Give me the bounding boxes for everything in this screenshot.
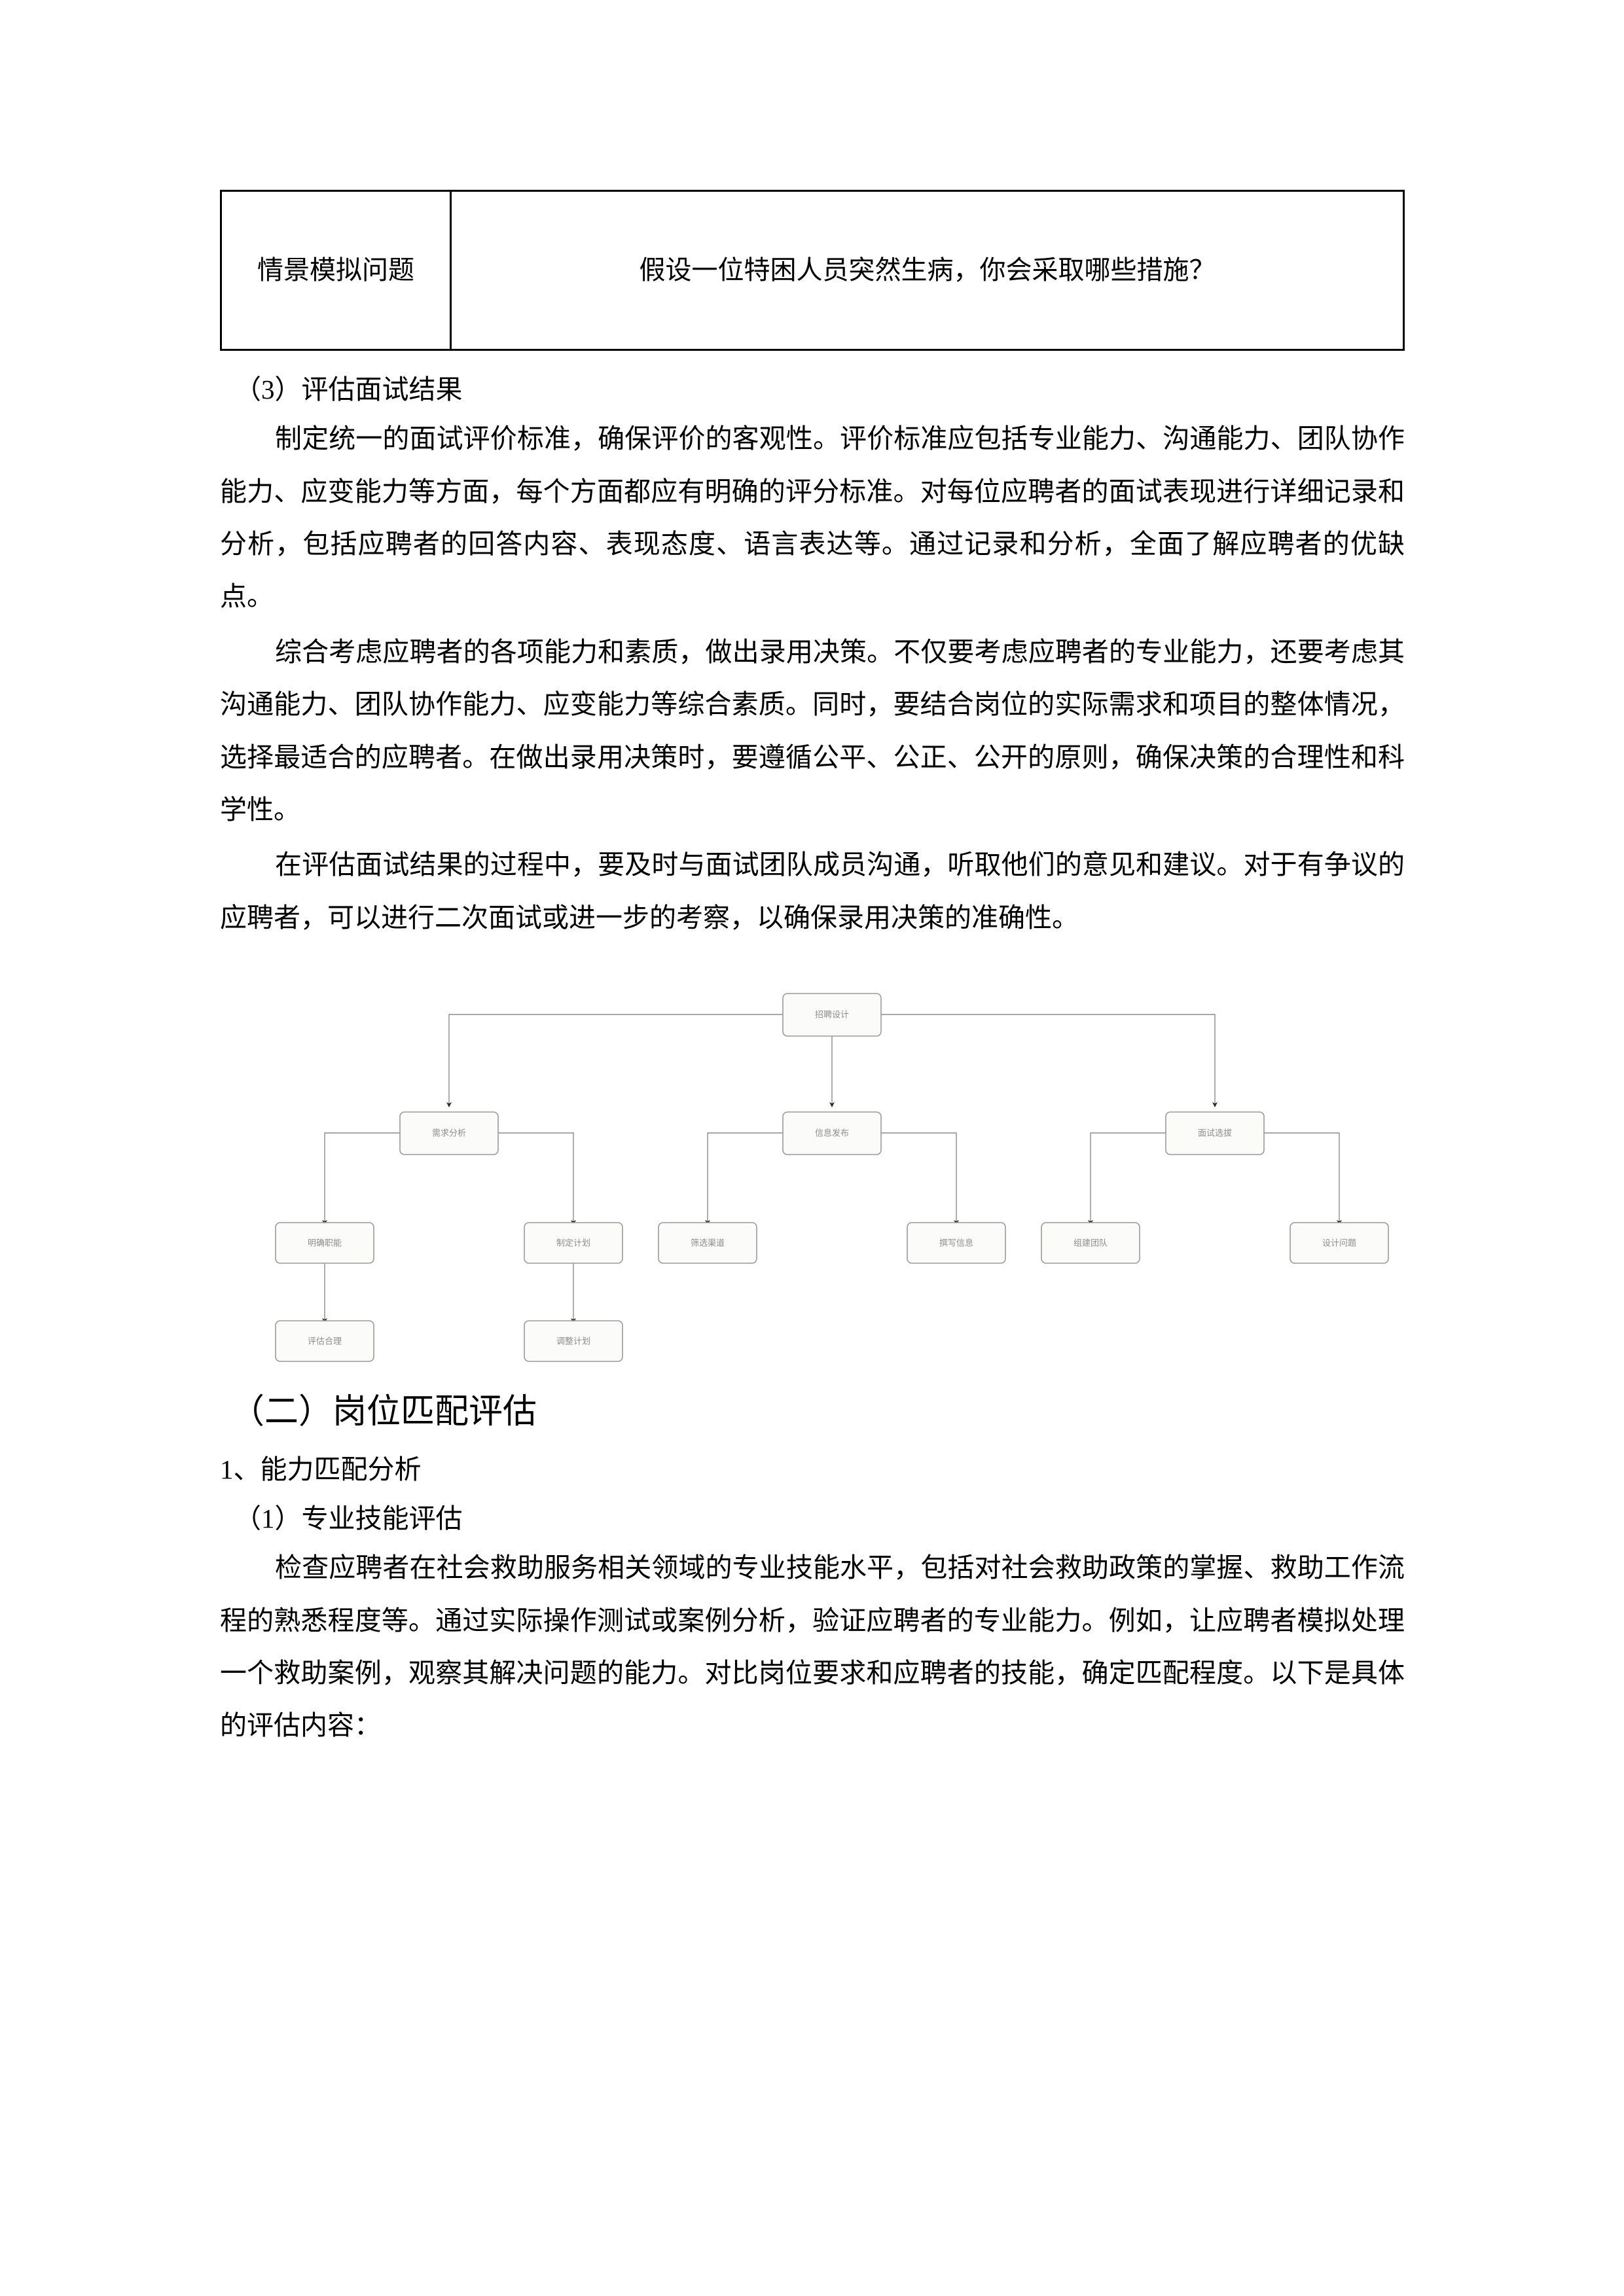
recruitment-design-flowchart: 招聘设计 需求分析 信息发布 面试选拔 明确 <box>220 974 1405 1367</box>
flow-node-clarify-function: 明确职能 <box>275 1222 374 1264</box>
flow-node-design-questions-label: 设计问题 <box>1322 1238 1356 1247</box>
edge-publish-to-channel <box>705 1132 783 1225</box>
table-cell-value: 假设一位特困人员突然生病，你会采取哪些措施？ <box>450 190 1405 351</box>
flow-node-screen-channel-box <box>658 1222 757 1264</box>
table-cell-label: 情景模拟问题 <box>220 190 452 351</box>
flow-node-write-information: 撰写信息 <box>907 1222 1006 1264</box>
flow-node-information-publish: 信息发布 <box>782 1111 882 1155</box>
flow-node-assess-reasonable-box <box>275 1320 374 1362</box>
flow-node-build-team-label: 组建团队 <box>1074 1238 1108 1247</box>
edge-interview-to-questions <box>1264 1132 1342 1225</box>
flow-node-information-publish-box <box>782 1111 882 1155</box>
flow-node-screen-channel-label: 筛选渠道 <box>691 1238 725 1247</box>
flowchart-canvas: 招聘设计 需求分析 信息发布 面试选拔 明确 <box>275 993 1389 1362</box>
flow-node-root: 招聘设计 <box>782 993 882 1037</box>
paragraph-professional-skill-detail: 检查应聘者在社会救助服务相关领域的专业技能水平，包括对社会救助政策的掌握、救助工… <box>220 1552 1405 1741</box>
flow-node-clarify-function-box <box>275 1222 374 1264</box>
flow-node-root-label: 招聘设计 <box>815 1009 849 1019</box>
flow-node-requirement-analysis-label: 需求分析 <box>432 1128 466 1138</box>
paragraph-hiring-decision: 综合考虑应聘者的各项能力和素质，做出录用决策。不仅要考虑应聘者的专业能力，还要考… <box>220 636 1405 825</box>
flow-node-interview-selection-label: 面试选拔 <box>1198 1128 1232 1138</box>
flow-node-build-team: 组建团队 <box>1041 1222 1140 1264</box>
flow-node-write-information-label: 撰写信息 <box>939 1238 973 1247</box>
flow-node-make-plan-label: 制定计划 <box>556 1238 590 1247</box>
flow-node-clarify-function-label: 明确职能 <box>308 1238 342 1247</box>
flow-node-design-questions-box <box>1290 1222 1389 1264</box>
flow-node-adjust-plan: 调整计划 <box>524 1320 623 1362</box>
heading-evaluate-interview-results: （3）评估面试结果 <box>234 374 463 404</box>
flow-node-information-publish-label: 信息发布 <box>815 1128 849 1138</box>
edge-requirement-to-plan <box>498 1132 576 1225</box>
flow-node-screen-channel: 筛选渠道 <box>658 1222 757 1264</box>
heading-position-match-evaluation: （二）岗位匹配评估 <box>230 1393 537 1431</box>
flow-node-requirement-analysis-box <box>399 1111 499 1155</box>
edge-root-to-requirement <box>446 1014 783 1107</box>
flow-node-design-questions: 设计问题 <box>1290 1222 1389 1264</box>
flow-node-make-plan: 制定计划 <box>524 1222 623 1264</box>
flow-node-make-plan-box <box>524 1222 623 1264</box>
heading-professional-skill-evaluation: （1）专业技能评估 <box>234 1503 463 1534</box>
flow-node-assess-reasonable: 评估合理 <box>275 1320 374 1362</box>
scenario-question-table: 情景模拟问题 假设一位特困人员突然生病，你会采取哪些措施？ <box>220 190 1405 351</box>
paragraph-evaluation-standards: 制定统一的面试评价标准，确保评价的客观性。评价标准应包括专业能力、沟通能力、团队… <box>220 423 1405 612</box>
table-row: 情景模拟问题 假设一位特困人员突然生病，你会采取哪些措施？ <box>220 190 1405 351</box>
flow-node-adjust-plan-box <box>524 1320 623 1362</box>
paragraph-team-communication: 在评估面试结果的过程中，要及时与面试团队成员沟通，听取他们的意见和建议。对于有争… <box>220 850 1405 933</box>
flow-node-write-information-box <box>907 1222 1006 1264</box>
page-content: 情景模拟问题 假设一位特困人员突然生病，你会采取哪些措施？ （3）评估面试结果 … <box>220 190 1405 1755</box>
heading-ability-match-analysis: 1、能力匹配分析 <box>220 1454 422 1485</box>
flow-node-requirement-analysis: 需求分析 <box>399 1111 499 1155</box>
edge-requirement-to-function <box>322 1132 400 1225</box>
flow-node-build-team-box <box>1041 1222 1140 1264</box>
edge-interview-to-team <box>1088 1132 1166 1225</box>
flow-node-interview-selection: 面试选拔 <box>1165 1111 1265 1155</box>
flow-node-root-box <box>782 993 882 1037</box>
flow-node-adjust-plan-label: 调整计划 <box>556 1336 590 1346</box>
edge-publish-to-writing <box>881 1132 959 1225</box>
flow-node-assess-reasonable-label: 评估合理 <box>308 1336 342 1346</box>
edge-root-to-interview <box>881 1014 1218 1107</box>
flow-node-interview-selection-box <box>1165 1111 1265 1155</box>
